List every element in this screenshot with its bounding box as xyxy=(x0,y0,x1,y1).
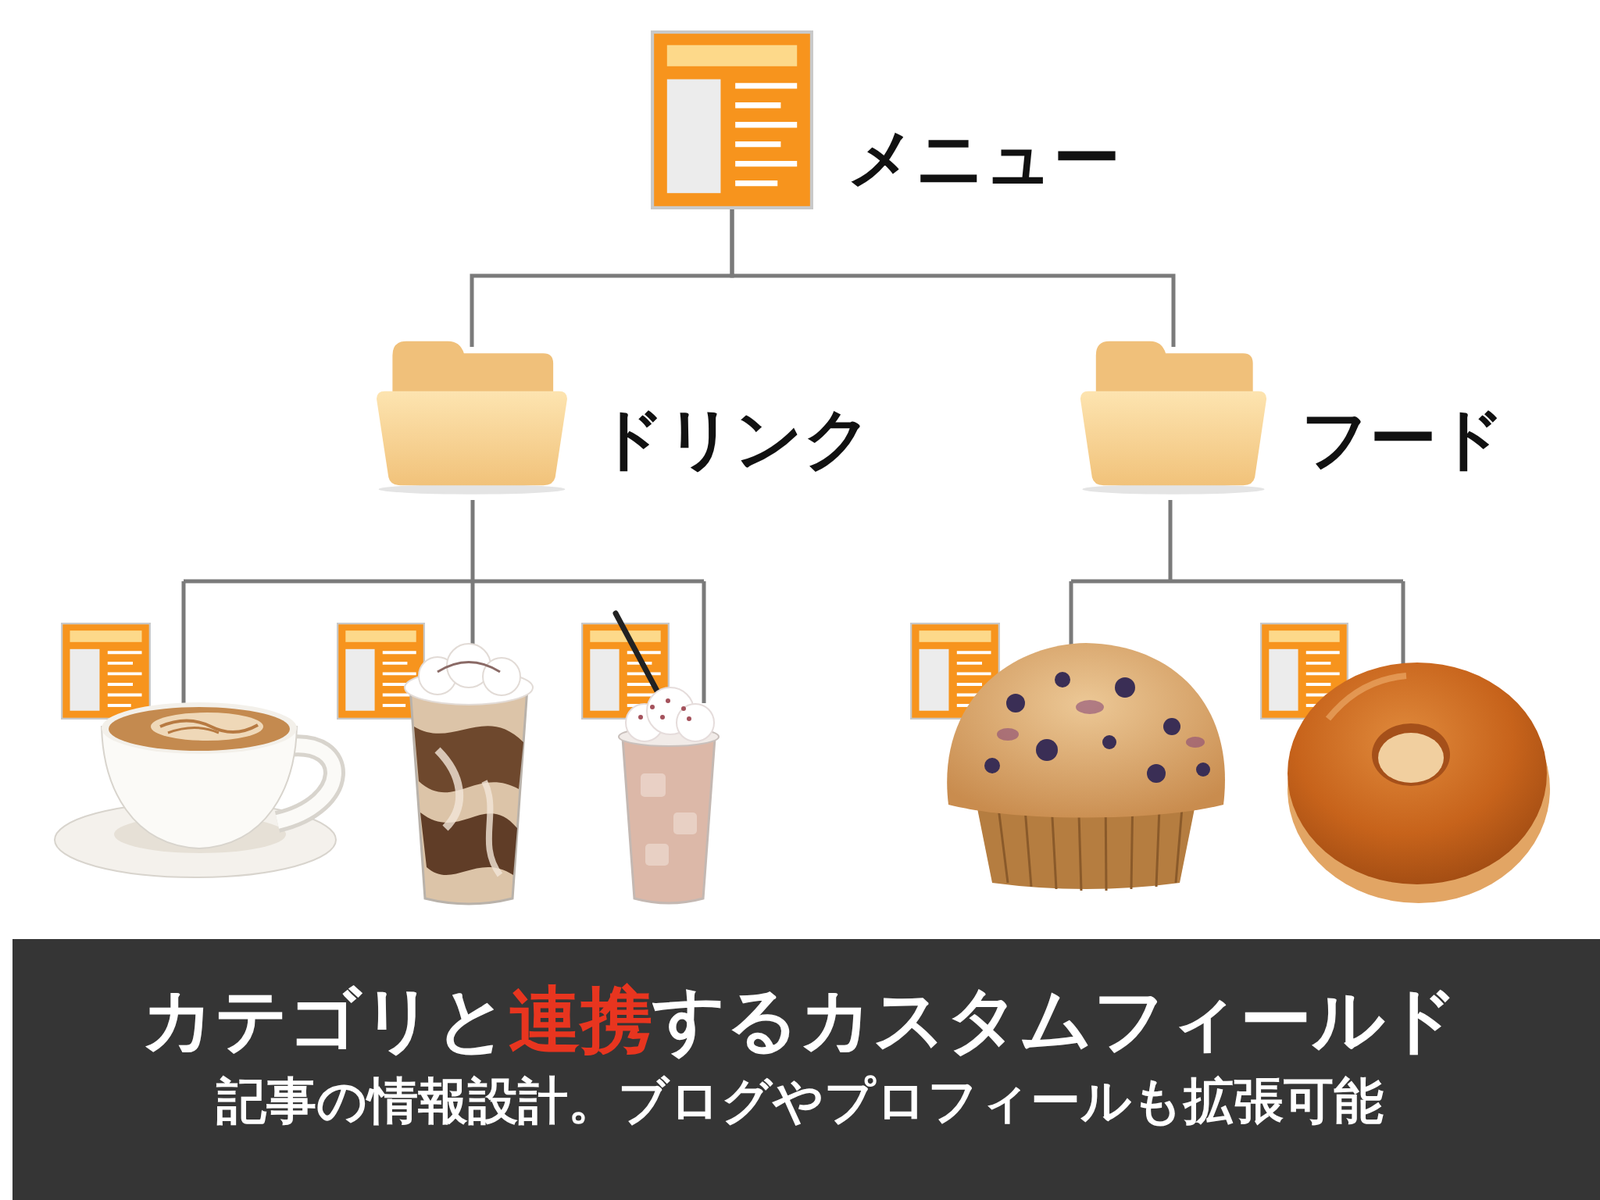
category-folder-node: ドリンク xyxy=(372,331,572,496)
category-folder-node: フード xyxy=(1076,331,1271,496)
coffee-cup xyxy=(54,702,336,878)
donut xyxy=(1287,662,1550,904)
title-text: カテゴリと連携するカスタムフィールド xyxy=(0,978,1600,1062)
muffin xyxy=(946,642,1225,891)
node-label: フード xyxy=(1300,401,1506,476)
tree-connector xyxy=(732,209,1174,347)
folder-icon xyxy=(1076,331,1271,496)
caption-text: 記事の情報設計。ブログやプロフィールも拡張可能 xyxy=(0,1072,1600,1131)
document-icon xyxy=(650,30,814,210)
iced-coffee xyxy=(404,643,533,904)
frappe xyxy=(615,613,719,904)
caption-band xyxy=(12,939,1600,1200)
node-label: ドリンク xyxy=(596,401,872,476)
folder-icon xyxy=(372,331,572,496)
tree-connector xyxy=(471,209,733,347)
node-label: メニュー xyxy=(846,121,1121,196)
menu-doc-node: メニュー xyxy=(650,30,814,210)
